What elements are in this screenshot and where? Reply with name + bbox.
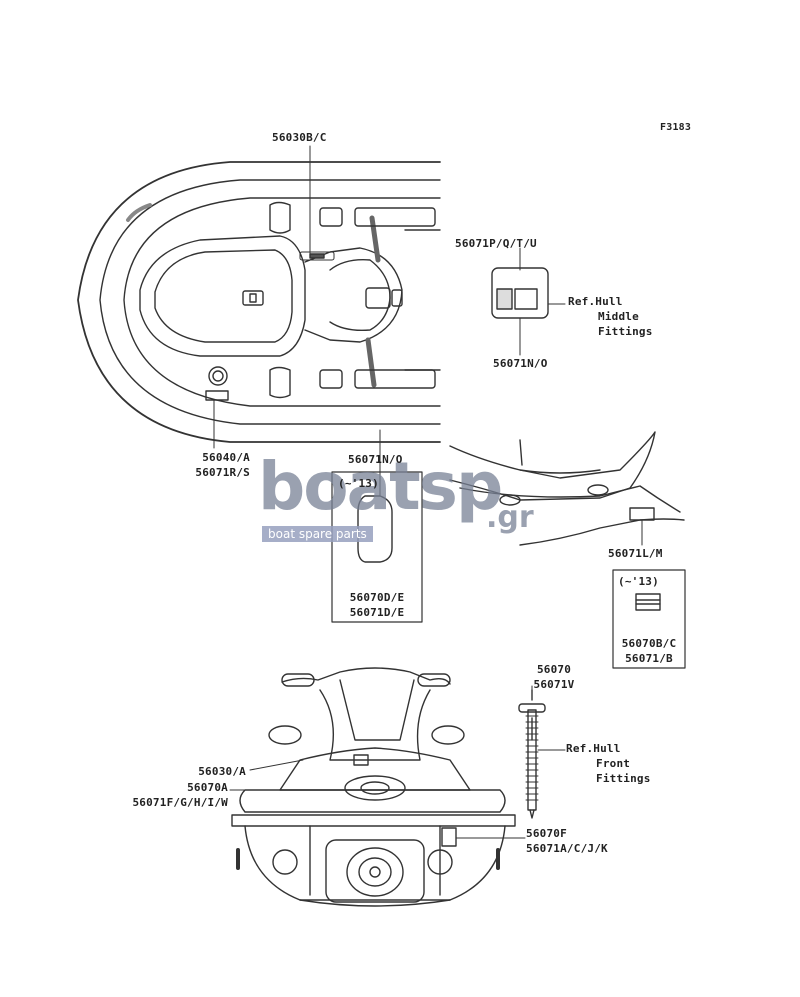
part-label-56071no-center: 56071N/O [348,453,403,466]
ref-hull-front: Ref.Hull Front Fittings [566,742,651,785]
watermark-tagline: boat spare parts [262,526,373,542]
part-label-56070a: 56070A 56071F/G/H/I/W [132,781,228,809]
box2-parts: 56070B/C 56071/B [621,637,677,665]
rear-view-craft [231,667,516,907]
top-view-hull [77,161,441,443]
decal-detail-upper [491,267,549,319]
part-label-56070f: 56070F 56071A/C/J/K [526,827,608,855]
figure-id: F3183 [660,122,692,133]
front-fitting-bar [518,689,546,819]
watermark-logo: boatsp [258,448,503,525]
ref-hull-middle: Ref.Hull Middle Fittings [568,295,653,338]
watermark-suffix: .gr [486,500,534,535]
inset-box-2 [612,569,686,669]
part-label-56030a: 56030/A [198,765,246,778]
front-fitting-parts: 56070 56071V [533,663,575,691]
box1-parts: 56070D/E 56071D/E [349,591,405,619]
box1-note: (~'13) [338,477,379,490]
part-label-56071pqtu: 56071P/Q/T/U [455,237,537,250]
part-label-56071no-upper: 56071N/O [493,357,548,370]
seat-side-view [449,431,685,546]
part-label-56071lm: 56071L/M [608,547,663,560]
inset-box-1 [331,429,423,623]
part-label-56030bc: 56030B/C [272,131,327,144]
leader-lines [213,145,643,839]
box2-note: (~'13) [618,575,659,588]
part-label-56040a: 56040/A 56071R/S [195,451,250,479]
